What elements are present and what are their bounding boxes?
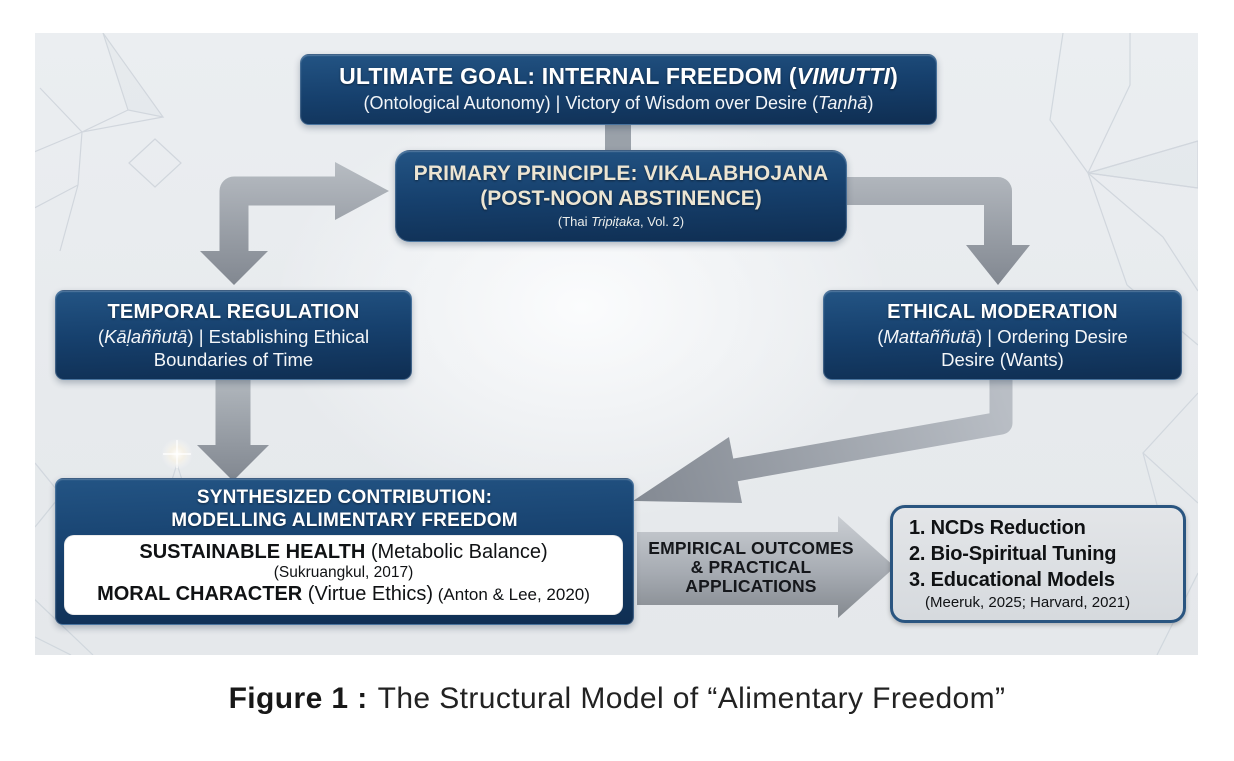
connector-goal-to-principle	[605, 121, 631, 155]
outcome-item-1: 1. NCDs Reduction	[909, 517, 1086, 539]
ethical-moderation-title: ETHICAL MODERATION	[887, 301, 1118, 323]
ethical-moderation-subtitle-line2: Desire (Wants)	[941, 349, 1064, 370]
sustainable-health-qualifier: (Metabolic Balance)	[365, 541, 548, 563]
ethical-sub-open: (	[877, 326, 884, 347]
figure-caption-text: The Structural Model of “Alimentary Free…	[377, 682, 1006, 715]
down-arrow-temporal-to-synthesized	[197, 378, 269, 481]
ultimate-goal-box: ULTIMATE GOAL: INTERNAL FREEDOM (VIMUTTI…	[300, 54, 937, 125]
ethical-sub-text: ) | Ordering Desire	[975, 326, 1128, 347]
ultimate-goal-subtitle-pali: Taṇhā	[818, 93, 868, 113]
diagonal-arrow-ethical-to-synthesized	[633, 378, 1013, 503]
ethical-moderation-box: ETHICAL MODERATION (Mattaññutā) | Orderi…	[823, 290, 1182, 380]
empirical-arrow-label-line2: & PRACTICAL	[690, 557, 812, 577]
primary-principle-source: (Thai Tripiṭaka, Vol. 2)	[396, 214, 846, 229]
temporal-regulation-title: TEMPORAL REGULATION	[107, 301, 360, 323]
primary-principle-title-line1: PRIMARY PRINCIPLE: VIKALABHOJANA	[413, 162, 829, 185]
elbow-arrow-right	[845, 177, 1030, 285]
empirical-outcomes-arrow	[637, 516, 895, 618]
empirical-arrow-label: EMPIRICAL OUTCOMES & PRACTICAL APPLICATI…	[631, 539, 871, 596]
ethical-sub-pali: Mattaññutā	[883, 326, 976, 347]
flow-arrows	[197, 121, 1030, 618]
figure-image: ULTIMATE GOAL: INTERNAL FREEDOM (VIMUTTI…	[35, 33, 1198, 655]
ultimate-goal-title-close: )	[890, 63, 898, 89]
primary-principle-source-close: , Vol. 2)	[640, 214, 685, 229]
outcomes-citation: (Meeruk, 2025; Harvard, 2021)	[925, 594, 1131, 611]
moral-character-citation: (Anton & Lee, 2020)	[433, 585, 590, 604]
temporal-regulation-subtitle: (Kāḷaññutā) | Establishing Ethical	[56, 325, 411, 348]
elbow-arrow-left	[200, 162, 389, 285]
temporal-sub-text: ) | Establishing Ethical	[187, 326, 370, 347]
outcome-item-2: 2. Bio-Spiritual Tuning	[909, 543, 1117, 565]
figure-caption: Figure 1 : The Structural Model of “Alime…	[0, 682, 1234, 716]
moral-character-label: MORAL CHARACTER	[97, 583, 303, 605]
synthesized-content-panel: SUSTAINABLE HEALTH (Metabolic Balance) (…	[64, 535, 623, 615]
primary-principle-source-text: (Thai	[557, 214, 592, 229]
synthesized-header-line2: MODELLING ALIMENTARY FREEDOM	[171, 510, 518, 531]
ultimate-goal-title-pali: VIMUTTI	[796, 63, 891, 89]
ultimate-goal-title-text: ULTIMATE GOAL: INTERNAL FREEDOM (	[339, 63, 797, 89]
empirical-arrow-label-line1: EMPIRICAL OUTCOMES	[648, 538, 854, 558]
sustainable-health-line: SUSTAINABLE HEALTH (Metabolic Balance)	[64, 535, 623, 564]
outcomes-box: 1. NCDs Reduction 2. Bio-Spiritual Tunin…	[890, 505, 1186, 623]
temporal-sub-pali: Kāḷaññutā	[104, 326, 188, 347]
primary-principle-title-line2: (POST-NOON ABSTINENCE)	[480, 187, 762, 210]
outcome-item-3: 3. Educational Models	[909, 569, 1115, 591]
figure-caption-label: Figure 1 :	[228, 682, 368, 715]
ultimate-goal-subtitle-close: )	[867, 93, 874, 113]
temporal-sub-open: (	[97, 326, 105, 347]
temporal-regulation-subtitle-line2: Boundaries of Time	[153, 349, 314, 370]
ultimate-goal-subtitle: (Ontological Autonomy) | Victory of Wisd…	[301, 92, 936, 114]
empirical-arrow-label-line3: APPLICATIONS	[685, 576, 817, 596]
primary-principle-source-pali: Tripiṭaka	[591, 214, 641, 229]
synthesized-contribution-box: SYNTHESIZED CONTRIBUTION: MODELLING ALIM…	[55, 478, 634, 625]
primary-principle-box: PRIMARY PRINCIPLE: VIKALABHOJANA (POST-N…	[395, 150, 847, 242]
ultimate-goal-title: ULTIMATE GOAL: INTERNAL FREEDOM (VIMUTTI…	[301, 55, 936, 90]
synthesized-header-line1: SYNTHESIZED CONTRIBUTION:	[196, 487, 493, 508]
sustainable-health-citation: (Sukruangkul, 2017)	[273, 564, 414, 581]
temporal-regulation-box: TEMPORAL REGULATION (Kāḷaññutā) | Establ…	[55, 290, 412, 380]
sustainable-health-label: SUSTAINABLE HEALTH	[139, 541, 366, 563]
ultimate-goal-subtitle-text: (Ontological Autonomy) | Victory of Wisd…	[363, 93, 819, 113]
moral-character-qualifier: (Virtue Ethics)	[302, 583, 434, 605]
moral-character-line: MORAL CHARACTER (Virtue Ethics) (Anton &…	[64, 581, 623, 608]
ethical-moderation-subtitle: (Mattaññutā) | Ordering Desire	[824, 325, 1181, 348]
